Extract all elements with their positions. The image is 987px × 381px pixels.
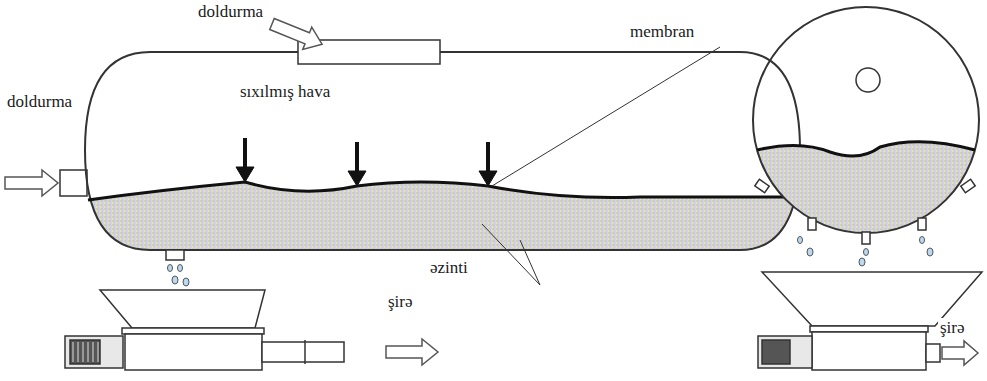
inlet-label: doldurma <box>196 2 265 22</box>
juice-label: şirə <box>386 292 415 312</box>
motor-rib <box>83 342 84 362</box>
pomace <box>750 142 980 240</box>
membrane-label: membran <box>628 22 696 42</box>
cross-section <box>753 7 979 266</box>
membrane <box>88 182 798 200</box>
inlet-label: doldurma <box>5 92 74 112</box>
pomace-label: əzinti <box>428 258 470 278</box>
collector-unit <box>758 272 982 370</box>
motor-rib <box>93 342 94 362</box>
leader-lines <box>422 47 720 285</box>
motor-rib <box>88 342 89 362</box>
inlet-stub <box>60 170 87 196</box>
motor-rib <box>98 342 99 362</box>
air-label: sıxılmış hava <box>238 82 332 102</box>
motor-rib <box>73 342 74 362</box>
collector-unit <box>65 250 438 370</box>
motor-ribs <box>73 342 788 362</box>
air-arrows <box>236 138 497 186</box>
pomace <box>80 182 805 260</box>
juice-label: şirə <box>938 318 967 338</box>
inlet-arrow <box>268 13 327 55</box>
motor-rib <box>78 342 79 362</box>
press-tank <box>85 52 800 250</box>
inlet-arrow <box>5 170 58 196</box>
